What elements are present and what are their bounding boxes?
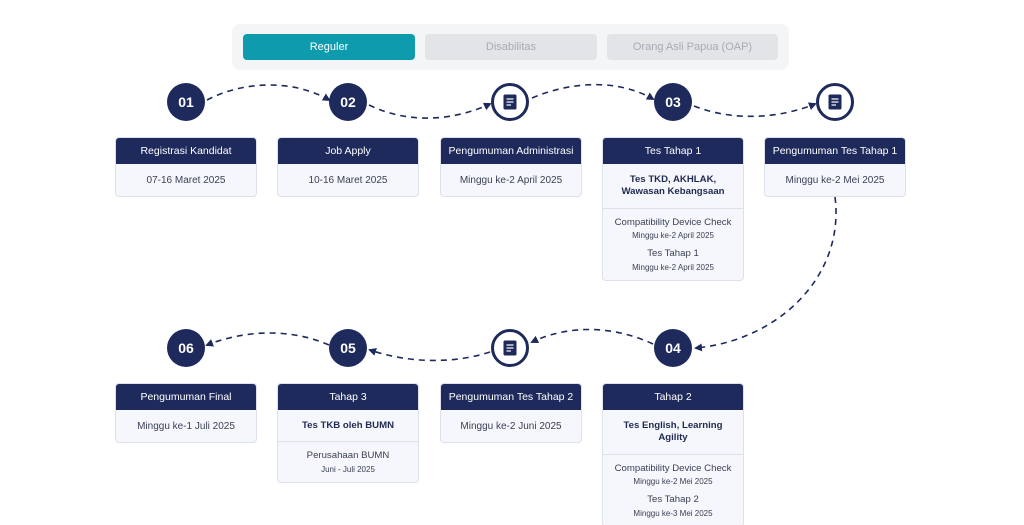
step-card-pengumuman-final: Pengumuman Final Minggu ke-1 Juli 2025 [115, 383, 257, 443]
tab-reguler[interactable]: Reguler [243, 34, 415, 60]
step-date: Minggu ke-2 Juni 2025 [460, 421, 562, 432]
program-tab-bar: Reguler Disabilitas Orang Asli Papua (OA… [232, 24, 789, 70]
step-date: Minggu ke-2 April 2025 [459, 175, 563, 186]
sub-step: Tes Tahap 2 Minggu ke-3 Mei 2025 [603, 486, 743, 517]
sub-step: Compatibility Device Check Minggu ke-2 M… [603, 455, 743, 486]
sub-step-title: Tes Tahap 1 [647, 248, 699, 260]
document-icon [491, 329, 529, 367]
step-heading: Tes English, Learning Agility [623, 420, 723, 444]
step-card-pengumuman-tes-tahap-1: Pengumuman Tes Tahap 1 Minggu ke-2 Mei 2… [764, 137, 906, 197]
step-date: 07-16 Maret 2025 [146, 175, 226, 186]
sub-step: Tes Tahap 1 Minggu ke-2 April 2025 [603, 240, 743, 271]
step-heading: Tes TKB oleh BUMN [301, 420, 395, 431]
step-title: Tes Tahap 1 [603, 138, 743, 164]
step-01-marker: 01 [167, 83, 205, 121]
step-title: Tahap 2 [603, 384, 743, 410]
connector-02-pa [368, 102, 492, 119]
step-card-pengumuman-administrasi: Pengumuman Administrasi Minggu ke-2 Apri… [440, 137, 582, 197]
sub-step: Perusahaan BUMN Juni - Juli 2025 [278, 442, 418, 473]
step-date: Minggu ke-1 Juli 2025 [137, 421, 235, 432]
sub-step-title: Tes Tahap 2 [647, 494, 699, 506]
step-02-marker: 02 [329, 83, 367, 121]
sub-step-date: Minggu ke-3 Mei 2025 [633, 508, 713, 518]
connector-03-pt1 [693, 102, 817, 118]
step-card-pengumuman-tes-tahap-2: Pengumuman Tes Tahap 2 Minggu ke-2 Juni … [440, 383, 582, 443]
step-title: Pengumuman Tes Tahap 1 [765, 138, 905, 164]
connector-05-06 [205, 332, 330, 347]
sub-step-date: Minggu ke-2 April 2025 [632, 231, 714, 241]
step-05-marker: 05 [329, 329, 367, 367]
sub-step-date: Minggu ke-2 April 2025 [632, 262, 714, 272]
tab-oap[interactable]: Orang Asli Papua (OAP) [607, 34, 778, 60]
sub-step: Compatibility Device Check Minggu ke-2 A… [603, 209, 743, 240]
step-06-marker: 06 [167, 329, 205, 367]
step-title: Registrasi Kandidat [116, 138, 256, 164]
step-card-tahap-2: Tahap 2 Tes English, Learning Agility Co… [602, 383, 744, 525]
sub-step-title: Compatibility Device Check [614, 216, 732, 228]
step-04-marker: 04 [654, 329, 692, 367]
connector-pt2-05 [368, 348, 491, 362]
step-title: Pengumuman Administrasi [441, 138, 581, 164]
tab-disabilitas[interactable]: Disabilitas [425, 34, 597, 60]
step-title: Pengumuman Final [116, 384, 256, 410]
sub-step-date: Minggu ke-2 Mei 2025 [633, 477, 713, 487]
step-03-marker: 03 [654, 83, 692, 121]
step-date: Minggu ke-2 Mei 2025 [785, 175, 885, 186]
step-date: 10-16 Maret 2025 [308, 175, 388, 186]
step-card-job-apply: Job Apply 10-16 Maret 2025 [277, 137, 419, 197]
sub-step-title: Perusahaan BUMN [306, 450, 390, 462]
step-title: Pengumuman Tes Tahap 2 [441, 384, 581, 410]
sub-step-title: Compatibility Device Check [614, 462, 732, 474]
sub-step-date: Juni - Juli 2025 [321, 464, 375, 474]
step-card-registrasi: Registrasi Kandidat 07-16 Maret 2025 [115, 137, 257, 197]
document-icon [816, 83, 854, 121]
step-title: Job Apply [278, 138, 418, 164]
step-heading: Tes TKD, AKHLAK, Wawasan Kebangsaan [621, 174, 725, 198]
document-icon [491, 83, 529, 121]
connector-pa-03 [531, 83, 655, 100]
step-card-tes-tahap-1: Tes Tahap 1 Tes TKD, AKHLAK, Wawasan Keb… [602, 137, 744, 281]
connector-01-02 [206, 84, 331, 102]
step-card-tahap-3: Tahap 3 Tes TKB oleh BUMN Perusahaan BUM… [277, 383, 419, 483]
connector-04-pt2 [530, 328, 654, 345]
step-title: Tahap 3 [278, 384, 418, 410]
